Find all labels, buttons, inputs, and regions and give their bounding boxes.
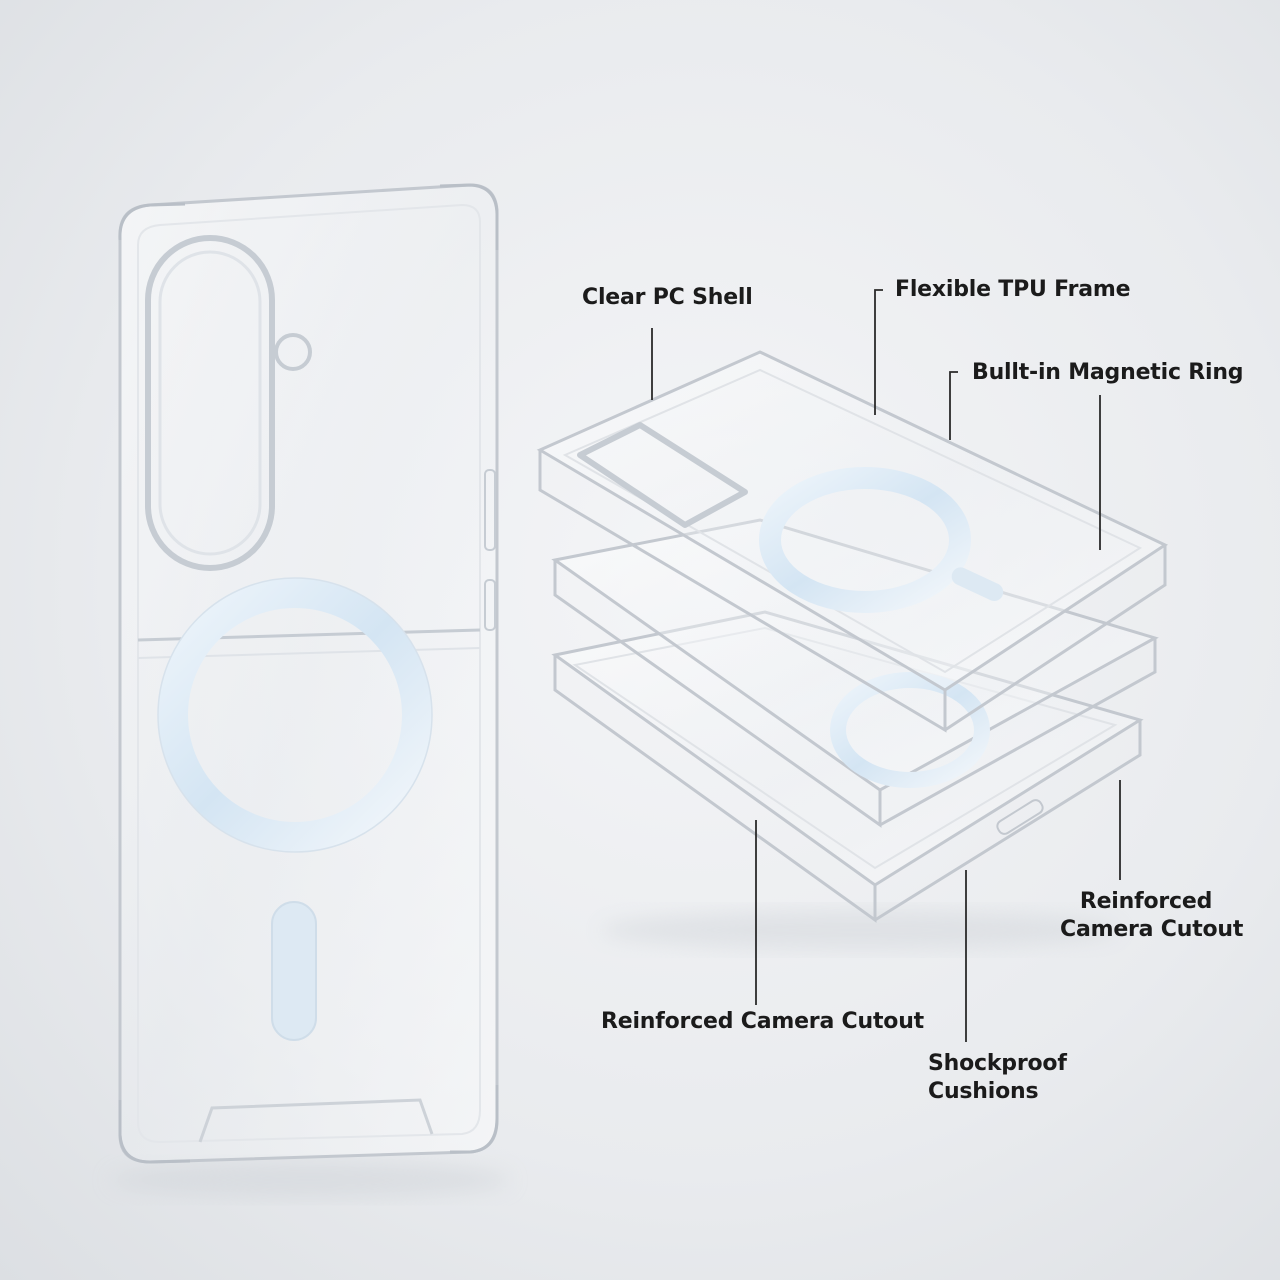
callout-shockproof-cushions: Shockproof Cushions xyxy=(928,1050,1067,1106)
callout-shockproof-cushions-line1: Shockproof xyxy=(928,1051,1067,1076)
top-magnetic-ring xyxy=(759,467,971,613)
leader-lines xyxy=(651,289,1121,1042)
callout-built-in-magnetic-ring: Bullt-in Magnetic Ring xyxy=(972,360,1244,385)
callout-reinforced-camera-cutout-right-line1: Reinforced xyxy=(1079,889,1213,914)
callout-shockproof-cushions-line2: Cushions xyxy=(928,1079,1039,1104)
leader-magnetic-ring xyxy=(949,371,958,440)
exploded-case-layers xyxy=(536,350,1169,950)
middle-magnetic-ring xyxy=(830,672,990,788)
flash-cutout xyxy=(274,333,312,371)
callout-reinforced-camera-cutout-bottom: Reinforced Camera Cutout xyxy=(601,1009,924,1034)
callout-clear-pc-shell: Clear PC Shell xyxy=(582,285,753,310)
layer-top xyxy=(536,350,1169,733)
magnetic-ring xyxy=(158,578,432,852)
leader-flexible-tpu-frame xyxy=(874,289,883,415)
callout-reinforced-camera-cutout-right-line2: Camera Cutout xyxy=(1060,917,1244,942)
front-case xyxy=(110,183,510,1198)
corner-bumpers xyxy=(118,183,499,1164)
camera-cutout xyxy=(145,235,275,571)
top-camera-cutout xyxy=(577,422,748,528)
magnetic-alignment-bar xyxy=(271,901,317,1041)
callout-flexible-tpu-frame: Flexible TPU Frame xyxy=(895,277,1131,302)
callout-reinforced-camera-cutout-right: Reinforced Camera Cutout xyxy=(1060,888,1244,944)
